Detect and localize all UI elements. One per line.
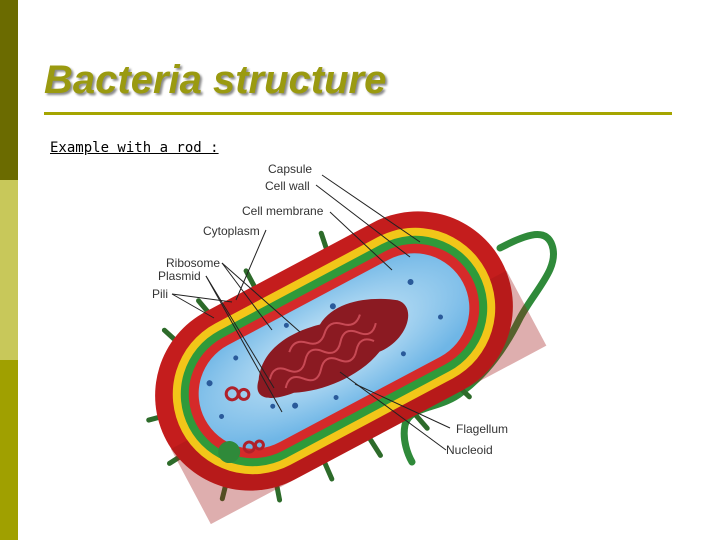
ribosome (206, 278, 444, 419)
label-cytoplasm: Cytoplasm (203, 224, 260, 238)
label-plasmid: Plasmid (158, 269, 201, 283)
sidebar-top-segment (0, 0, 18, 180)
title-underline (44, 112, 672, 115)
label-flagellum: Flagellum (456, 422, 508, 436)
sidebar-middle-segment (0, 180, 18, 360)
label-ribosome: Ribosome (166, 256, 220, 270)
diagram-caption: Example with a rod : (50, 140, 219, 156)
nucleoid (257, 298, 409, 398)
inclusion-granule (218, 441, 241, 464)
label-cell-wall: Cell wall (265, 179, 310, 193)
sidebar-bottom-segment (0, 360, 18, 540)
label-cell-membrane: Cell membrane (242, 204, 324, 218)
plasmid (224, 386, 265, 454)
slide-title: Bacteria structure (44, 58, 387, 102)
label-nucleoid: Nucleoid (446, 443, 493, 457)
label-capsule: Capsule (268, 162, 312, 176)
leader-lines (171, 174, 451, 451)
label-pili: Pili (152, 287, 168, 301)
